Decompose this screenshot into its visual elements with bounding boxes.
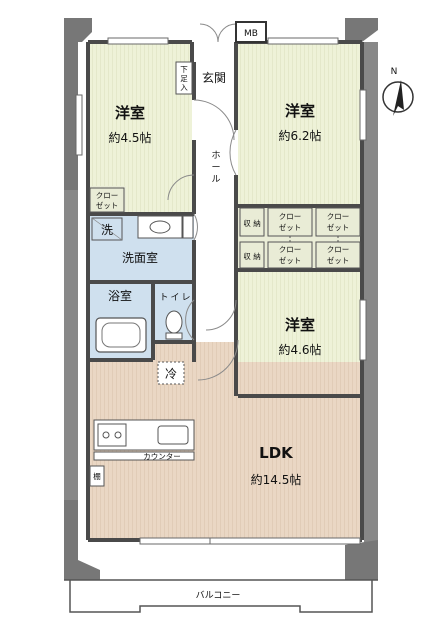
north-compass: N [382,67,414,116]
compass-needle-icon [393,80,404,116]
bedroom-c-size: 約4.6帖 [278,342,321,357]
closet-c1-line-2: ゼット [279,255,302,265]
closet-a-floor [88,186,126,214]
entrance-label: 玄関 [202,70,226,85]
closet-a-box [89,187,125,213]
toilet-tank [165,332,183,340]
bedroom-a-size: 約4.5帖 [108,130,151,145]
wash-machine-label: 洗 [101,223,113,237]
shoe-box-char-3: 入 [180,83,188,92]
closet-group [239,207,361,269]
balcony-label: バルコニー [196,590,241,601]
bedroom-c-name: 洋室 [285,316,315,334]
fridge-label: 冷 [165,367,177,381]
toilet-icon [165,310,183,334]
closet-b1-line-2: ゼット [279,222,302,232]
shelf-label: 棚 [93,471,101,481]
meter-box [235,21,267,43]
bedroom-a-name: 洋室 [115,104,145,122]
counter-label: カウンター [143,452,181,461]
toilet-char-1: ト [159,293,168,303]
ldk-name: LDK [259,444,294,462]
toilet-char-3: レ [181,293,190,303]
closet-c2-line-2: ゼット [327,255,350,265]
door-swings [167,23,239,381]
kitchen-sink-icon [157,425,189,445]
bedroom-b-name: 洋室 [285,102,315,120]
storage-top-line-2: 納 [253,218,261,228]
bedroom-b-floor [238,42,362,206]
storage-bottom-line-2: 納 [253,251,261,261]
hall-char-2: ー [211,163,220,173]
outer-walls [64,18,378,580]
hall-char-1: ホ [211,150,220,161]
closet-b2-line-2: ゼット [327,222,350,232]
closet-b2-line-1: クロー [327,212,350,221]
toilet-char-2: イ [170,293,179,303]
fridge-spot [157,361,185,385]
shelf-box [89,465,105,487]
closet-c1-line-1: クロー [279,245,302,254]
windows [75,37,367,545]
north-label: N [391,67,398,77]
washroom-label: 洗面室 [122,250,158,265]
closet-a-line-1: クロー [96,191,119,200]
shoe-box-char-2: 足 [180,74,188,83]
bath-label: 浴室 [108,288,132,303]
balcony-outline [64,579,378,613]
sink-icon [149,220,171,234]
shoe-box [175,61,193,95]
storage-top-line-1: 収 [243,219,251,228]
bedroom-b-size: 約6.2帖 [278,128,321,143]
closet-area-b [238,206,362,268]
bathtub-inner [101,322,141,348]
ldk-floor [88,362,362,540]
vanity-side [182,215,194,239]
hall-floor [196,92,234,382]
meter-box-label: MB [244,29,258,39]
closet-a-line-2: ゼット [96,200,119,210]
closet-b1-line-1: クロー [279,212,302,221]
counter-bar [93,451,195,461]
stove-icon [97,423,127,447]
hall-char-3: ル [211,175,220,185]
storage-bottom-line-1: 収 [243,252,251,261]
closet-c2-line-1: クロー [327,245,350,254]
shoe-box-char-1: 下 [180,65,188,74]
ldk-size: 約14.5帖 [251,472,302,487]
